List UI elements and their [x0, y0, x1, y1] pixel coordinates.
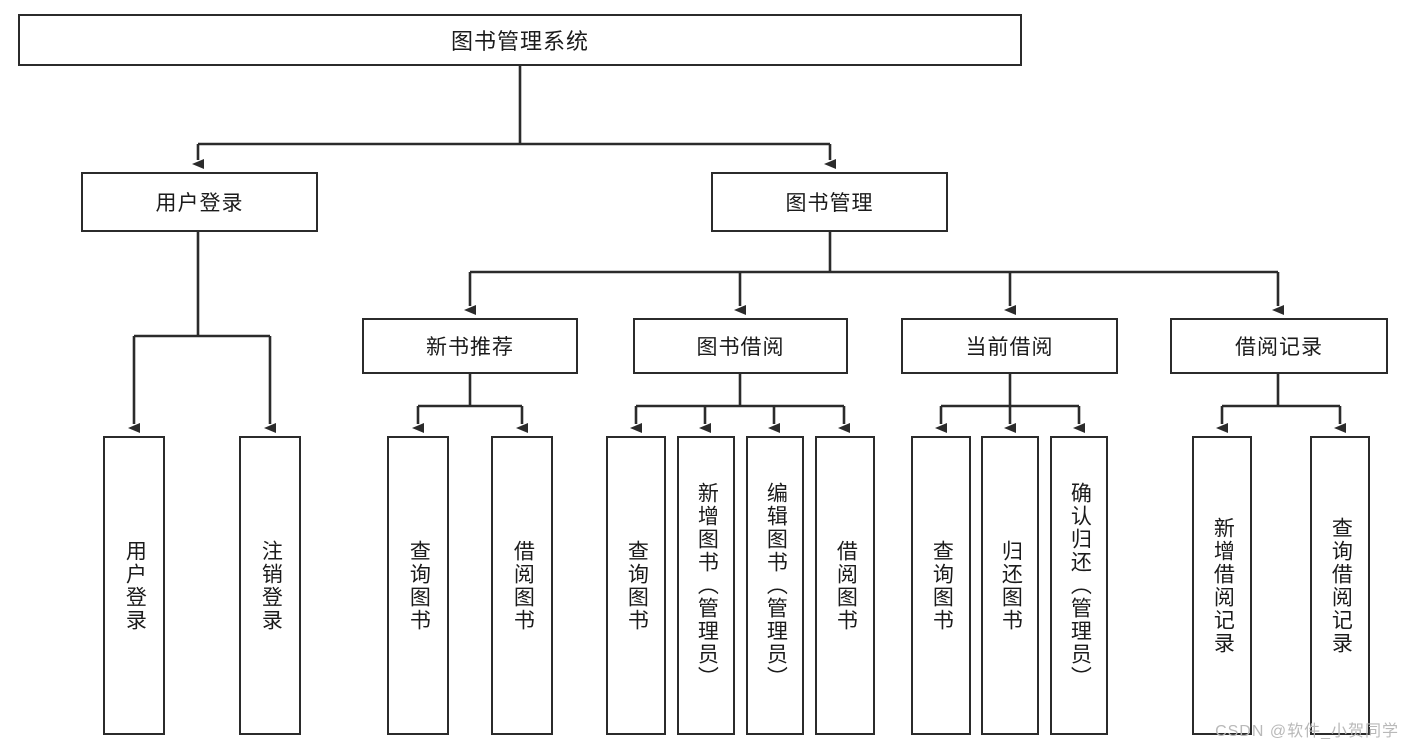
leaf-borrow-query-book[interactable]: 查询图书: [606, 436, 666, 735]
leaf-record-query-record[interactable]: 查询借阅记录: [1310, 436, 1370, 735]
leaf-label: 查询图书: [930, 539, 954, 632]
node-borrow-record[interactable]: 借阅记录: [1170, 318, 1388, 374]
leaf-current-confirm-return-admin[interactable]: 确认归还（管理员）: [1050, 436, 1108, 735]
leaf-user-login-signin[interactable]: 用户登录: [103, 436, 165, 735]
leaf-label: 借阅图书: [511, 539, 535, 632]
leaf-label: 编辑图书（管理员）: [764, 482, 788, 689]
leaf-recommend-query-book[interactable]: 查询图书: [387, 436, 449, 735]
leaf-label: 注销登录: [259, 539, 283, 632]
leaf-recommend-borrow-book[interactable]: 借阅图书: [491, 436, 553, 735]
node-current-borrow[interactable]: 当前借阅: [901, 318, 1118, 374]
leaf-borrow-add-book-admin[interactable]: 新增图书（管理员）: [677, 436, 735, 735]
leaf-borrow-borrow-book[interactable]: 借阅图书: [815, 436, 875, 735]
node-root-system[interactable]: 图书管理系统: [18, 14, 1022, 66]
leaf-label: 查询图书: [407, 539, 431, 632]
leaf-current-return-book[interactable]: 归还图书: [981, 436, 1039, 735]
leaf-current-query-book[interactable]: 查询图书: [911, 436, 971, 735]
leaf-label: 用户登录: [123, 539, 147, 632]
leaf-label: 确认归还（管理员）: [1068, 482, 1092, 689]
node-user-login[interactable]: 用户登录: [81, 172, 318, 232]
leaf-label: 查询图书: [625, 539, 649, 632]
leaf-record-add-record[interactable]: 新增借阅记录: [1192, 436, 1252, 735]
node-book-borrow[interactable]: 图书借阅: [633, 318, 848, 374]
leaf-label: 归还图书: [999, 539, 1023, 632]
csdn-watermark: CSDN @软件_小贺同学: [1215, 723, 1399, 740]
node-book-management[interactable]: 图书管理: [711, 172, 948, 232]
node-new-book-recommend[interactable]: 新书推荐: [362, 318, 578, 374]
leaf-user-login-signout[interactable]: 注销登录: [239, 436, 301, 735]
leaf-label: 新增借阅记录: [1211, 516, 1235, 655]
leaf-label: 借阅图书: [834, 539, 858, 632]
leaf-label: 查询借阅记录: [1329, 516, 1353, 655]
leaf-borrow-edit-book-admin[interactable]: 编辑图书（管理员）: [746, 436, 804, 735]
leaf-label: 新增图书（管理员）: [695, 482, 719, 689]
